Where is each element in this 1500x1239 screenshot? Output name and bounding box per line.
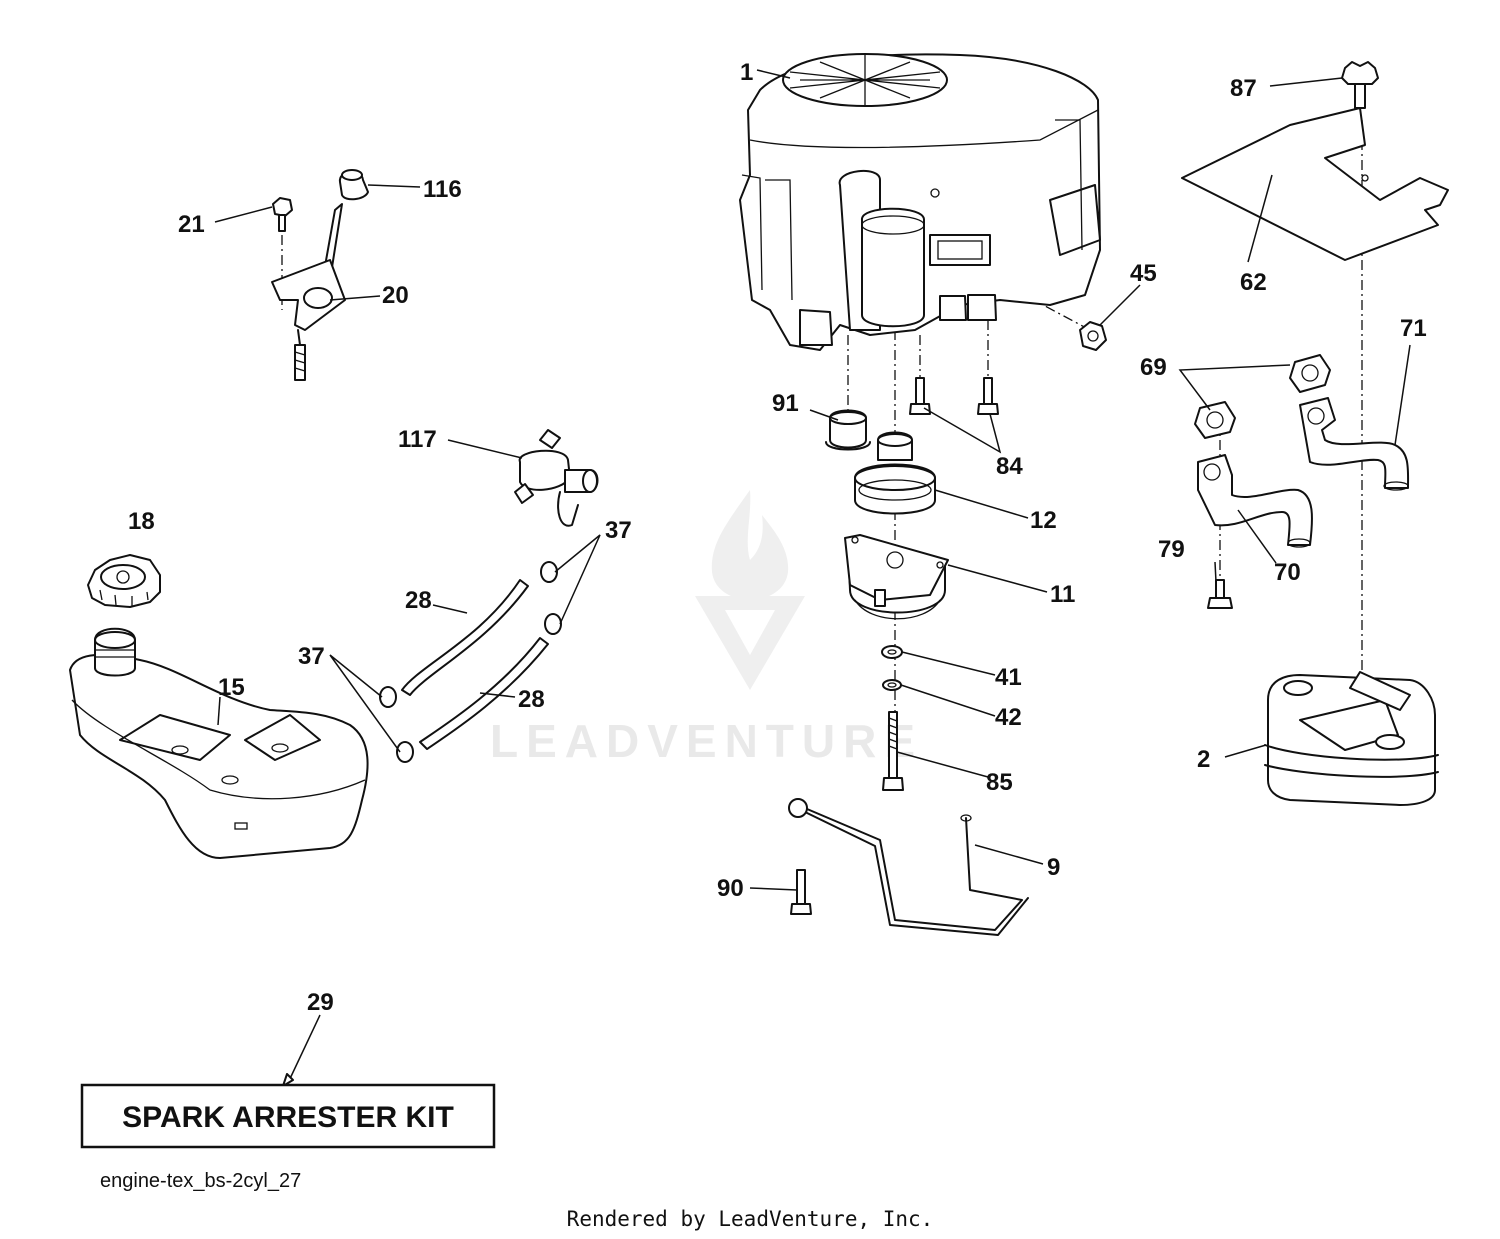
callout-85: 85 xyxy=(986,769,1013,796)
part-84-bolts[interactable] xyxy=(909,377,999,415)
part-70-exhaust-pipe[interactable] xyxy=(1197,454,1313,548)
callout-41: 41 xyxy=(995,664,1022,691)
callout-28-lower: 28 xyxy=(518,686,545,713)
kit-box xyxy=(80,1083,496,1149)
part-85-bolt[interactable] xyxy=(882,711,904,791)
leader-lines xyxy=(214,69,1411,1087)
callout-9: 9 xyxy=(1047,854,1060,881)
callout-2: 2 xyxy=(1197,746,1210,773)
part-116-knob-cap[interactable] xyxy=(338,169,369,201)
spark-arrester-kit[interactable]: SPARK ARRESTER KIT xyxy=(80,1083,496,1149)
engine[interactable] xyxy=(739,53,1101,351)
part-15-fuel-tank[interactable] xyxy=(69,627,369,859)
part-79-bolt[interactable] xyxy=(1207,579,1233,609)
part-69-gaskets[interactable] xyxy=(1194,354,1331,439)
callout-21: 21 xyxy=(178,211,205,238)
part-62-heat-shield[interactable] xyxy=(1181,107,1449,261)
watermark-text: LEADVENTURE xyxy=(490,715,923,767)
callout-116: 116 xyxy=(423,176,462,203)
v-logo-icon xyxy=(695,596,805,690)
part-91-bushing[interactable] xyxy=(825,409,871,451)
part-18-fuel-cap[interactable] xyxy=(87,554,161,608)
callout-12: 12 xyxy=(1030,507,1057,534)
callout-62: 62 xyxy=(1240,269,1267,296)
part-87-knob[interactable] xyxy=(1341,61,1379,109)
part-117-fuel-valve[interactable] xyxy=(514,429,599,527)
callout-117: 117 xyxy=(398,426,437,453)
callout-42: 42 xyxy=(995,704,1022,731)
flame-logo-icon xyxy=(711,490,789,600)
callout-87: 87 xyxy=(1230,75,1257,102)
part-37-hose-clamps[interactable] xyxy=(379,561,562,763)
part-20-throttle-control[interactable] xyxy=(271,203,346,381)
callout-79: 79 xyxy=(1158,536,1185,563)
leadventure-watermark: LEADVENTURE xyxy=(490,490,923,767)
callout-18: 18 xyxy=(128,508,155,535)
callout-28-upper: 28 xyxy=(405,587,432,614)
callout-91: 91 xyxy=(772,390,799,417)
part-12-pulley[interactable] xyxy=(854,431,936,515)
callout-11: 11 xyxy=(1050,581,1075,608)
part-11-electric-clutch[interactable] xyxy=(844,534,949,620)
callout-29: 29 xyxy=(307,989,334,1016)
callout-90: 90 xyxy=(717,875,744,902)
callout-37-lower: 37 xyxy=(298,643,325,670)
callout-1: 1 xyxy=(740,59,753,86)
callout-20: 20 xyxy=(382,282,409,309)
part-2-muffler[interactable] xyxy=(1264,671,1439,806)
part-28-fuel-line-upper[interactable] xyxy=(401,579,529,696)
drawing-id: engine-tex_bs-2cyl_27 xyxy=(100,1170,301,1192)
callout-45: 45 xyxy=(1130,260,1157,287)
part-71-exhaust-pipe[interactable] xyxy=(1299,397,1410,491)
callout-69: 69 xyxy=(1140,354,1167,381)
callout-labels: 1 87 116 21 20 62 45 71 69 91 84 117 12 … xyxy=(128,59,1427,1016)
callout-84: 84 xyxy=(996,453,1023,480)
part-41-washer[interactable] xyxy=(881,645,903,659)
callout-71: 71 xyxy=(1400,315,1427,342)
callout-70: 70 xyxy=(1274,559,1301,586)
part-42-lock-washer[interactable] xyxy=(882,679,902,691)
callout-37-upper: 37 xyxy=(605,517,632,544)
callout-15: 15 xyxy=(218,674,245,701)
footer-credit: Rendered by LeadVenture, Inc. xyxy=(567,1207,934,1231)
kit-label: SPARK ARRESTER KIT xyxy=(122,1101,454,1134)
part-9-bracket[interactable] xyxy=(788,798,1029,936)
part-45-nut[interactable] xyxy=(1079,321,1107,351)
part-90-bolt[interactable] xyxy=(790,869,812,915)
part-28-fuel-line-lower[interactable] xyxy=(419,637,549,750)
part-21-bolt[interactable] xyxy=(272,197,293,232)
